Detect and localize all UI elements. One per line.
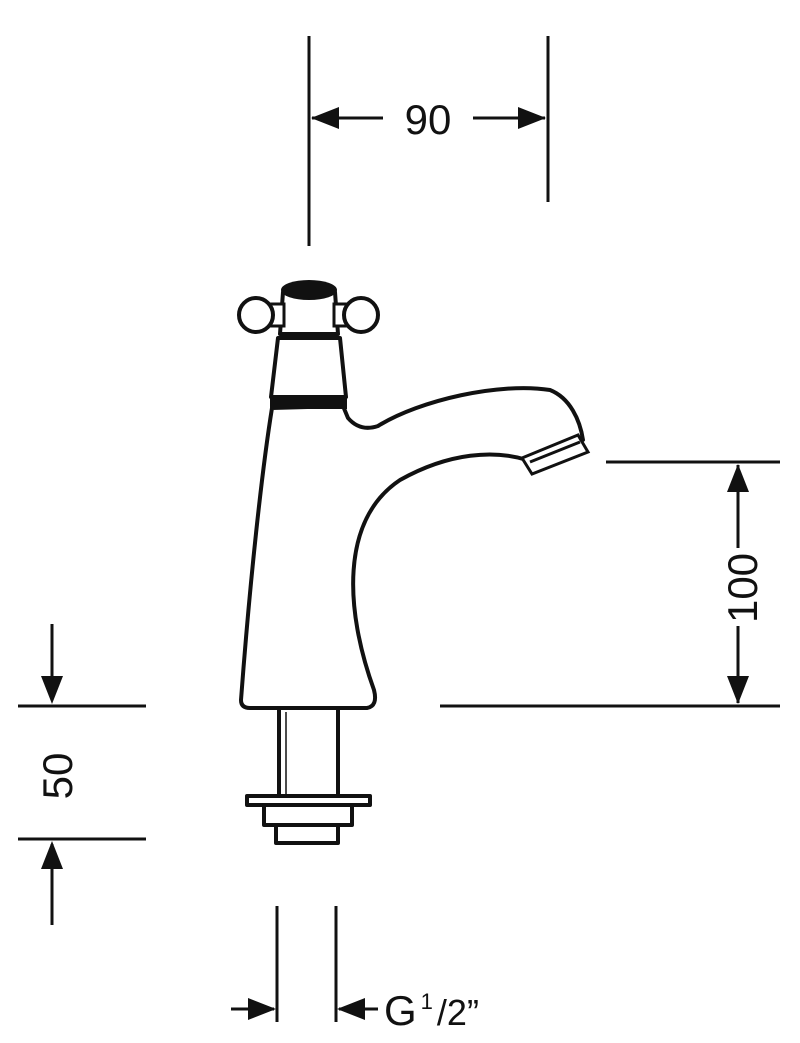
width-label: 90 [405,96,452,143]
thread-arrow-left [248,998,276,1020]
handle-knob-right [342,296,380,334]
tail-length-label: 50 [34,753,81,800]
handle-knob-left [237,296,275,334]
spout-arrow-top [727,464,749,492]
width-arrow-left [311,107,339,129]
back-nut [262,803,354,827]
collar-ring [270,397,347,409]
tail-arrow-bottom [41,841,63,869]
thread-dimension: G 1 /2” [231,906,479,1034]
tail-shank [277,706,340,800]
back-nut-lower [274,823,340,845]
tap-illustration [237,280,591,845]
width-arrow-right [518,107,546,129]
width-dimension: 90 [307,36,550,246]
tap-body [239,386,585,710]
thread-label-denominator: /2” [437,992,479,1033]
aerator-detail [529,440,581,464]
headwork [269,336,348,399]
thread-label-prefix: G [384,987,417,1034]
thread-arrow-right [337,998,365,1020]
spout-arrow-bottom [727,676,749,704]
spout-height-label: 100 [719,553,766,623]
tail-arrow-top [41,676,63,704]
thread-label: G 1 /2” [384,987,479,1034]
spout-height-dimension: 100 [440,460,780,708]
tail-length-dimension: 50 [18,624,146,925]
crosshead-cap [281,280,337,300]
thread-label-numerator: 1 [421,989,433,1014]
